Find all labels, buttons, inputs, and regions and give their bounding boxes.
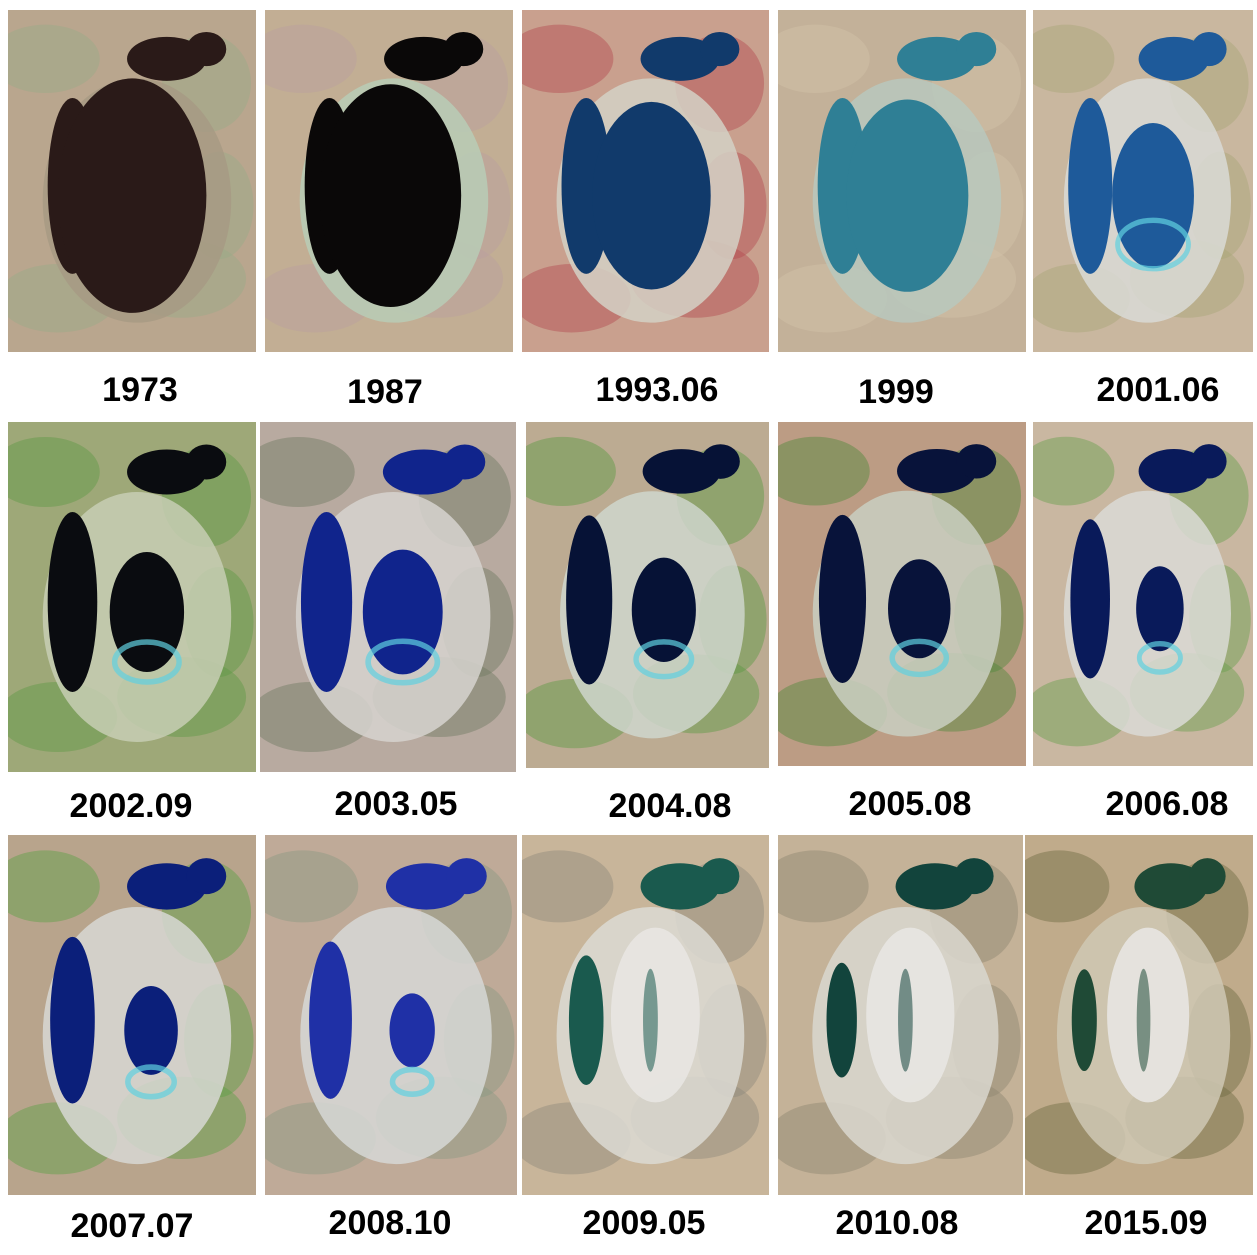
- satellite-image-1973: [8, 10, 256, 352]
- year-label-2003-05: 2003.05: [334, 785, 458, 823]
- year-label-2001-06: 2001.06: [1096, 371, 1220, 409]
- year-label-2002-09: 2002.09: [69, 787, 193, 825]
- satellite-image-2015-09: [1025, 835, 1253, 1195]
- year-label-2009-05: 2009.05: [582, 1204, 706, 1242]
- satellite-image-2008-10: [265, 835, 517, 1195]
- year-label-1973: 1973: [102, 371, 178, 409]
- year-label-2005-08: 2005.08: [848, 785, 972, 823]
- satellite-image-2003-05: [260, 422, 516, 772]
- year-label-2015-09: 2015.09: [1084, 1204, 1208, 1242]
- year-label-2008-10: 2008.10: [328, 1204, 452, 1242]
- satellite-image-1993-06: [522, 10, 769, 352]
- year-label-2004-08: 2004.08: [608, 787, 732, 825]
- satellite-image-1987: [265, 10, 513, 352]
- satellite-image-2001-06: [1033, 10, 1253, 352]
- year-label-1999: 1999: [858, 373, 934, 411]
- satellite-image-2005-08: [778, 422, 1026, 766]
- satellite-image-2009-05: [522, 835, 769, 1195]
- satellite-image-1999: [778, 10, 1026, 352]
- year-label-2006-08: 2006.08: [1105, 785, 1229, 823]
- year-label-1993-06: 1993.06: [595, 371, 719, 409]
- year-label-1987: 1987: [347, 373, 423, 411]
- year-label-2007-07: 2007.07: [70, 1207, 194, 1245]
- satellite-image-2007-07: [8, 835, 256, 1195]
- satellite-image-2006-08: [1033, 422, 1253, 766]
- satellite-image-2004-08: [526, 422, 769, 768]
- year-label-2010-08: 2010.08: [835, 1204, 959, 1242]
- satellite-image-2010-08: [778, 835, 1023, 1195]
- satellite-image-2002-09: [8, 422, 256, 772]
